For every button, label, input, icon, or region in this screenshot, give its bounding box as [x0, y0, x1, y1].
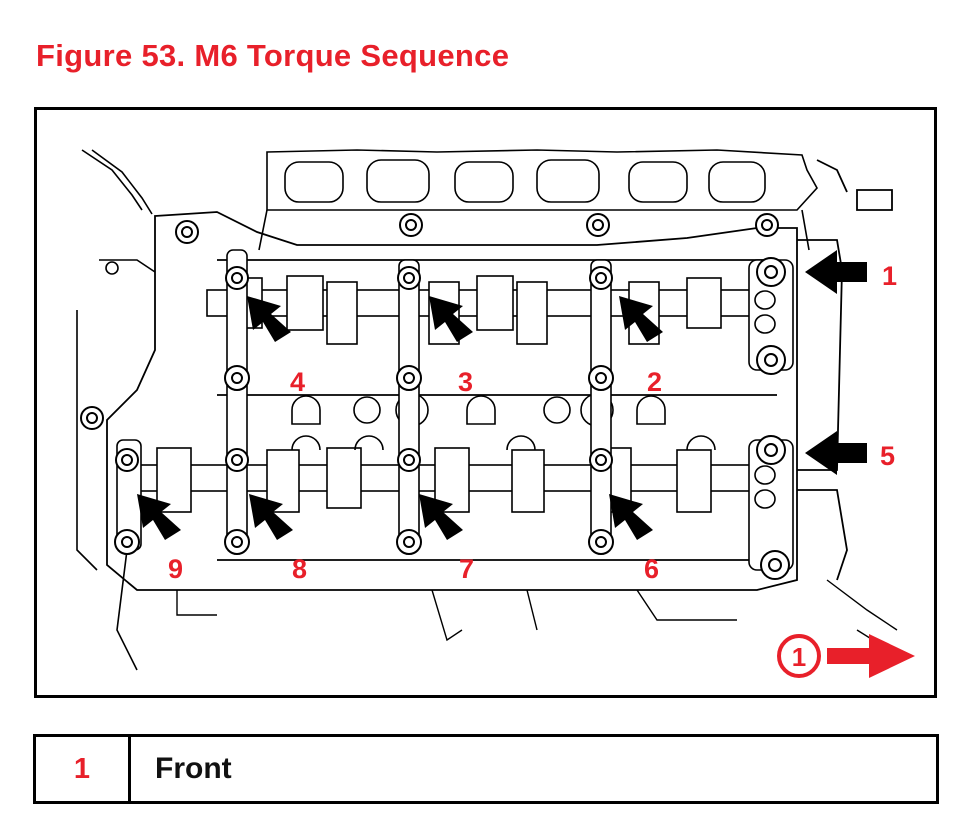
bolt-icon [756, 345, 786, 375]
bolt-icon [397, 448, 421, 472]
sequence-label-7: 7 [459, 554, 474, 584]
arrow-icon [137, 494, 181, 540]
arrow-icon [249, 494, 293, 540]
bolt-icon [175, 220, 199, 244]
bolt-icon [396, 529, 422, 555]
sequence-label-3: 3 [458, 367, 473, 397]
arrow-icon [419, 494, 463, 540]
sequence-numbers: 1 2 3 4 5 6 7 8 9 [168, 261, 897, 584]
sequence-label-8: 8 [292, 554, 307, 584]
bolt-icon [225, 448, 249, 472]
sequence-label-4: 4 [290, 367, 305, 397]
bolt-icon [588, 365, 614, 391]
sequence-label-9: 9 [168, 554, 183, 584]
bolt-icon [755, 213, 779, 237]
arrow-icon [609, 494, 653, 540]
sequence-label-1: 1 [882, 261, 897, 291]
legend-description: Front [155, 752, 232, 785]
bolt-icon [756, 257, 786, 287]
arrow-icon [247, 296, 291, 342]
legend-number: 1 [36, 737, 131, 801]
front-direction-marker: 1 [777, 634, 915, 678]
bolt-icon [115, 448, 139, 472]
bolt-icon [396, 365, 422, 391]
arrow-icon [429, 296, 473, 342]
sequence-label-2: 2 [647, 367, 662, 397]
bolt-icon [756, 435, 786, 465]
arrow-icon [805, 250, 867, 294]
lower-details [176, 579, 898, 656]
bolt-icon [586, 213, 610, 237]
pointer-arrows [137, 250, 867, 540]
bolt-icon [399, 213, 423, 237]
bolts [80, 213, 790, 580]
bolt-icon [397, 266, 421, 290]
bolt-icon [588, 529, 614, 555]
upper-camshaft [206, 275, 768, 345]
bolt-icon [224, 529, 250, 555]
front-marker-number: 1 [792, 642, 806, 672]
left-piping [76, 149, 156, 671]
bolt-icon [224, 365, 250, 391]
front-direction-arrow-icon [827, 634, 915, 678]
bolt-icon [589, 448, 613, 472]
intake-manifold [258, 149, 818, 251]
legend-table: 1 Front [33, 734, 939, 804]
bolt-icon [80, 406, 104, 430]
arrow-icon [805, 431, 867, 475]
figure-title: Figure 53. M6 Torque Sequence [36, 38, 510, 73]
bolt-icon [760, 550, 790, 580]
bolt-icon [114, 529, 140, 555]
bolt-icon [589, 266, 613, 290]
journal-saddles [291, 393, 716, 451]
sequence-label-5: 5 [880, 441, 895, 471]
bolt-icon [225, 266, 249, 290]
cylinder-head-outline [106, 159, 893, 591]
cylinder-head-drawing: 1 2 3 4 5 6 7 8 9 1 [76, 149, 915, 678]
arrow-icon [619, 296, 663, 342]
engine-diagram-frame: 1 2 3 4 5 6 7 8 9 1 [34, 107, 937, 698]
sequence-label-6: 6 [644, 554, 659, 584]
